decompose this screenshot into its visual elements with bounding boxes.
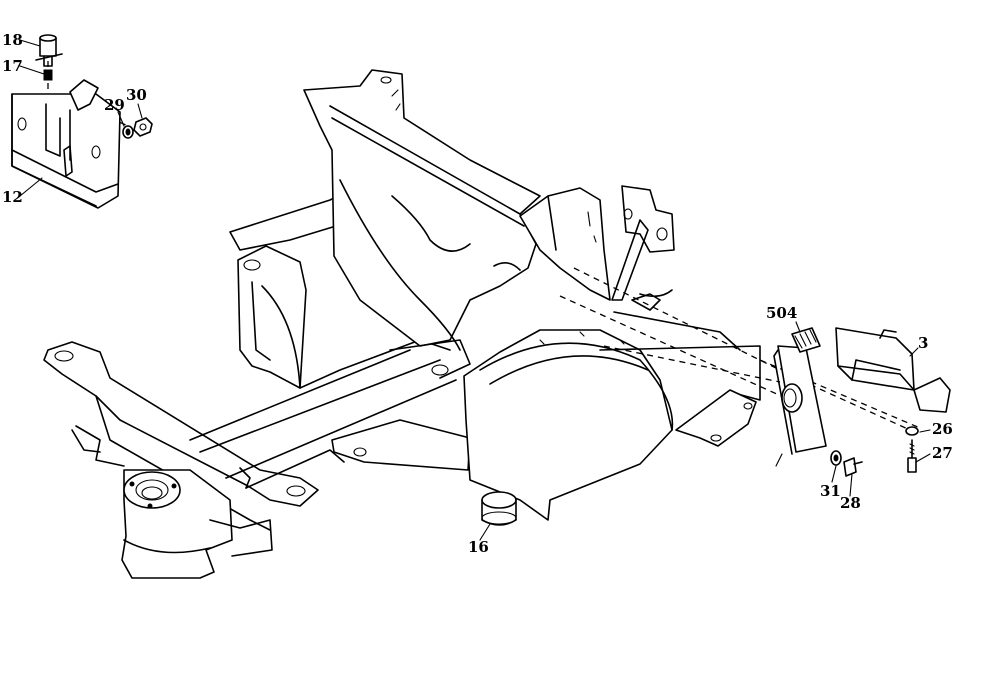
- fastener-26-washer: [905, 426, 919, 436]
- callout-29: 29: [104, 96, 125, 114]
- part-29-washer: [122, 125, 134, 139]
- left-side-box: [229, 179, 451, 389]
- callout-30: 30: [126, 86, 147, 104]
- callout-12: 12: [2, 188, 23, 206]
- callout-17: 17: [2, 57, 23, 75]
- fastener-27-bolt: [907, 439, 917, 473]
- part-3-bracket: [835, 327, 951, 413]
- cross-beam: [189, 349, 457, 489]
- callout-26: 26: [932, 420, 953, 438]
- kingpin-base: [121, 469, 273, 579]
- fastener-28-bolt: [843, 457, 863, 477]
- callout-3: 3: [918, 334, 929, 352]
- part-12-block: [11, 79, 121, 209]
- chassis-body: [303, 69, 761, 521]
- part-17-fitting: [43, 69, 53, 81]
- fastener-31-washer: [830, 450, 842, 466]
- part-504-brush: [791, 327, 821, 353]
- callout-504: 504: [766, 304, 798, 322]
- callout-28: 28: [840, 494, 861, 512]
- part-30-nut: [133, 117, 153, 137]
- callout-18: 18: [2, 31, 23, 49]
- leader-lines: [19, 39, 931, 541]
- part-16-cap: [481, 491, 517, 526]
- side-plate-with-knob: [773, 345, 827, 455]
- callout-27: 27: [932, 444, 953, 462]
- part-18-sensor: [35, 34, 63, 67]
- callout-16: 16: [468, 538, 489, 556]
- callout-31: 31: [820, 482, 841, 500]
